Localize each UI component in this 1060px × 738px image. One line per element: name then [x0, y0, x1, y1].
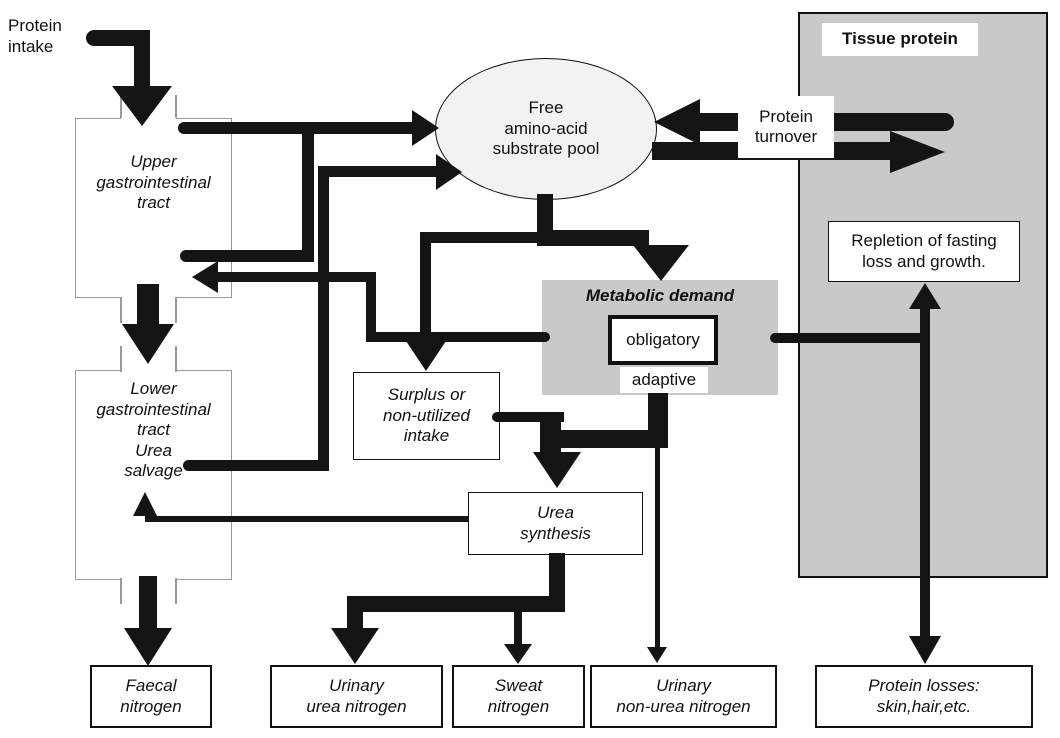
arrow-lower-gi-to-faecal-bar — [139, 576, 157, 632]
upper-gi-chimney-wall — [175, 297, 177, 323]
arrow-to-urea-synthesis-head — [533, 452, 581, 488]
urea-synthesis-label: Urea synthesis — [520, 503, 591, 543]
adaptive-label: adaptive — [631, 369, 697, 389]
repletion-box: Repletion of fasting loss and growth. — [828, 221, 1020, 282]
arrow-upper-gi-to-pool-head — [412, 110, 439, 146]
arrow-to-urea-synthesis-bar — [540, 414, 561, 456]
arrow-obligatory-to-gi-bar — [372, 332, 550, 342]
arrow-turnover-to-pool-head — [654, 99, 700, 145]
arrow-to-sweat-head — [504, 644, 532, 664]
metabolic-demand-title: Metabolic demand — [585, 286, 735, 305]
arrow-upper-to-lower-gi-bar — [137, 284, 159, 326]
arrow-protein-intake-bar — [134, 30, 150, 88]
upper-gi-chimney-wall — [120, 297, 122, 323]
arrow-obligatory-to-gi-bar — [366, 272, 376, 342]
faecal-nitrogen-label: Faecal nitrogen — [120, 676, 182, 716]
adaptive-box: adaptive — [620, 367, 708, 393]
arrow-salvage-to-pool-head — [436, 154, 462, 190]
arrow-pool-to-demand-bar — [537, 230, 649, 246]
arrow-urea-to-salvage-bar — [145, 516, 468, 522]
repletion-label: Repletion of fasting loss and growth. — [851, 231, 997, 271]
arrow-urea-to-salvage-head — [133, 492, 157, 516]
arrow-upper-gi-to-pool-bar — [178, 122, 414, 134]
arrow-salvage-to-pool-bar — [318, 166, 329, 471]
arrow-obligatory-to-tissue-bar — [770, 333, 930, 343]
arrow-adaptive-down-bar — [545, 430, 668, 448]
upper-gi-label: Upper gastrointestinal tract — [96, 152, 211, 212]
arrow-obligatory-to-gi-head — [192, 261, 218, 293]
urinary-urea-nitrogen-box: Urinary urea nitrogen — [270, 665, 443, 728]
protein-turnover-label-box: Protein turnover — [738, 96, 834, 158]
arrow-to-sweat-bar — [514, 612, 522, 646]
arrow-to-repletion-head — [909, 283, 941, 309]
arrow-pool-to-tissue-head — [890, 131, 945, 173]
arrow-salvage-to-pool-bar — [183, 460, 329, 471]
protein-losses-box: Protein losses: skin,hair,etc. — [815, 665, 1033, 728]
arrow-pool-to-demand-head — [633, 245, 689, 281]
protein-intake-label: Protein intake — [8, 16, 62, 56]
tissue-protein-label-box: Tissue protein — [822, 23, 978, 56]
obligatory-box: obligatory — [608, 315, 718, 365]
arrow-upper-to-lower-gi-head — [122, 324, 174, 364]
arrow-to-non-urea-bar — [655, 395, 660, 648]
arrow-obligatory-to-tissue-bar — [920, 305, 930, 643]
arrow-pool-to-surplus-bar — [420, 232, 431, 354]
arrow-to-non-urea-head — [647, 647, 667, 663]
arrow-pool-to-surplus-head — [406, 341, 446, 371]
urinary-urea-nitrogen-label: Urinary urea nitrogen — [306, 676, 407, 716]
surplus-label: Surplus or non-utilized intake — [383, 385, 470, 446]
lower-gi-chimney-wall — [175, 578, 177, 604]
arrow-to-protein-losses-head — [909, 636, 941, 664]
lower-gi-chimney-wall — [175, 346, 177, 372]
surplus-box: Surplus or non-utilized intake — [353, 372, 500, 460]
obligatory-label: obligatory — [626, 329, 700, 349]
lower-gi-label: Lower gastrointestinal tract Urea salvag… — [96, 379, 211, 480]
amino-acid-pool-ellipse: Free amino-acid substrate pool — [435, 58, 657, 200]
arrow-urea-output-bar — [549, 553, 565, 600]
arrow-pool-to-surplus-bar — [420, 232, 542, 243]
lower-gi-top-gap — [121, 368, 176, 373]
urinary-non-urea-nitrogen-box: Urinary non-urea nitrogen — [590, 665, 777, 728]
protein-turnover-label: Protein turnover — [754, 106, 818, 147]
urea-synthesis-box: Urea synthesis — [468, 492, 643, 555]
urinary-non-urea-nitrogen-label: Urinary non-urea nitrogen — [616, 676, 751, 716]
arrow-lower-gi-to-faecal-head — [124, 628, 172, 666]
sweat-nitrogen-box: Sweat nitrogen — [452, 665, 585, 728]
arrow-surplus-out-bar — [492, 412, 564, 422]
arrow-to-urinary-urea-head — [331, 628, 379, 664]
arrow-obligatory-to-gi-bar — [210, 272, 376, 282]
tissue-protein-label: Tissue protein — [842, 29, 958, 49]
arrow-protein-intake-head — [112, 86, 172, 126]
arrow-urea-output-bar — [347, 596, 565, 612]
faecal-nitrogen-box: Faecal nitrogen — [90, 665, 212, 728]
lower-gi-chimney-wall — [120, 346, 122, 372]
arrow-urea-output-bar — [347, 610, 363, 630]
amino-acid-pool-label: Free amino-acid substrate pool — [492, 98, 600, 159]
lower-gi-chimney-wall — [120, 578, 122, 604]
protein-losses-label: Protein losses: skin,hair,etc. — [868, 676, 980, 716]
gi-secretion-branch-bar — [180, 250, 314, 262]
arrow-salvage-to-pool-bar — [318, 166, 438, 177]
gi-secretion-branch-bar — [302, 122, 314, 256]
upper-gi-chimney-wall — [175, 95, 177, 118]
sweat-nitrogen-label: Sweat nitrogen — [487, 676, 550, 716]
